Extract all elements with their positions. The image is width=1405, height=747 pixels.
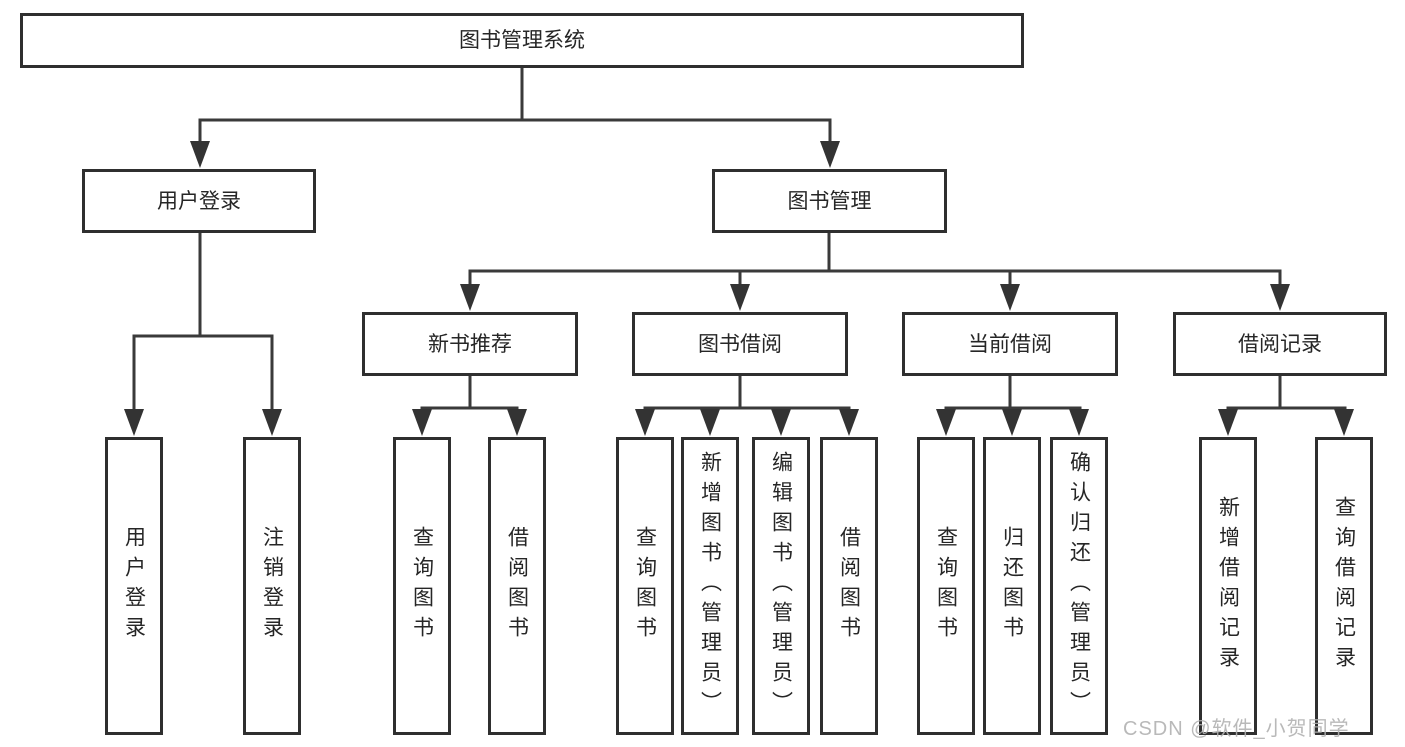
node-label: 查询图书 (410, 526, 434, 646)
leaf-query-books-3: 查询图书 (917, 437, 975, 735)
watermark: CSDN @软件_小贺同学 (1123, 718, 1350, 740)
node-label: 图书管理系统 (459, 29, 585, 52)
leaf-return-books: 归还图书 (983, 437, 1041, 735)
leaf-query-borrow-record: 查询借阅记录 (1315, 437, 1373, 735)
node-borrowing-records: 借阅记录 (1173, 312, 1387, 376)
node-label: 新增图书（管理员） (698, 451, 722, 721)
leaf-confirm-return-admin: 确认归还（管理员） (1050, 437, 1108, 735)
node-label: 归还图书 (1000, 526, 1024, 646)
node-label: 借阅记录 (1238, 332, 1322, 356)
node-label: 图书管理 (787, 189, 872, 213)
node-label: 图书借阅 (698, 332, 782, 356)
leaf-borrow-books-2: 借阅图书 (820, 437, 878, 735)
node-label: 借阅图书 (505, 526, 529, 646)
leaf-edit-book-admin: 编辑图书（管理员） (752, 437, 810, 735)
node-current-borrowing: 当前借阅 (902, 312, 1118, 376)
node-label: 查询借阅记录 (1332, 496, 1356, 676)
node-label: 用户登录 (157, 189, 241, 213)
node-book-management: 图书管理 (712, 169, 947, 233)
leaf-query-books-2: 查询图书 (616, 437, 674, 735)
node-label: 借阅图书 (837, 526, 861, 646)
leaf-borrow-books-1: 借阅图书 (488, 437, 546, 735)
leaf-query-books-1: 查询图书 (393, 437, 451, 735)
node-label: 新增借阅记录 (1216, 496, 1240, 676)
leaf-add-book-admin: 新增图书（管理员） (681, 437, 739, 735)
node-label: 查询图书 (934, 526, 958, 646)
node-user-login: 用户登录 (82, 169, 316, 233)
leaf-add-borrow-record: 新增借阅记录 (1199, 437, 1257, 735)
node-label: 注销登录 (260, 526, 284, 646)
node-book-management-system: 图书管理系统 (20, 13, 1024, 68)
node-label: 查询图书 (633, 526, 657, 646)
node-label: 当前借阅 (968, 332, 1052, 356)
node-new-book-recommend: 新书推荐 (362, 312, 578, 376)
leaf-user-login: 用户登录 (105, 437, 163, 735)
leaf-logout: 注销登录 (243, 437, 301, 735)
node-label: 用户登录 (122, 526, 146, 646)
node-label: 新书推荐 (428, 332, 512, 356)
node-label: 确认归还（管理员） (1067, 451, 1091, 721)
node-book-borrowing: 图书借阅 (632, 312, 848, 376)
node-label: 编辑图书（管理员） (769, 451, 793, 721)
